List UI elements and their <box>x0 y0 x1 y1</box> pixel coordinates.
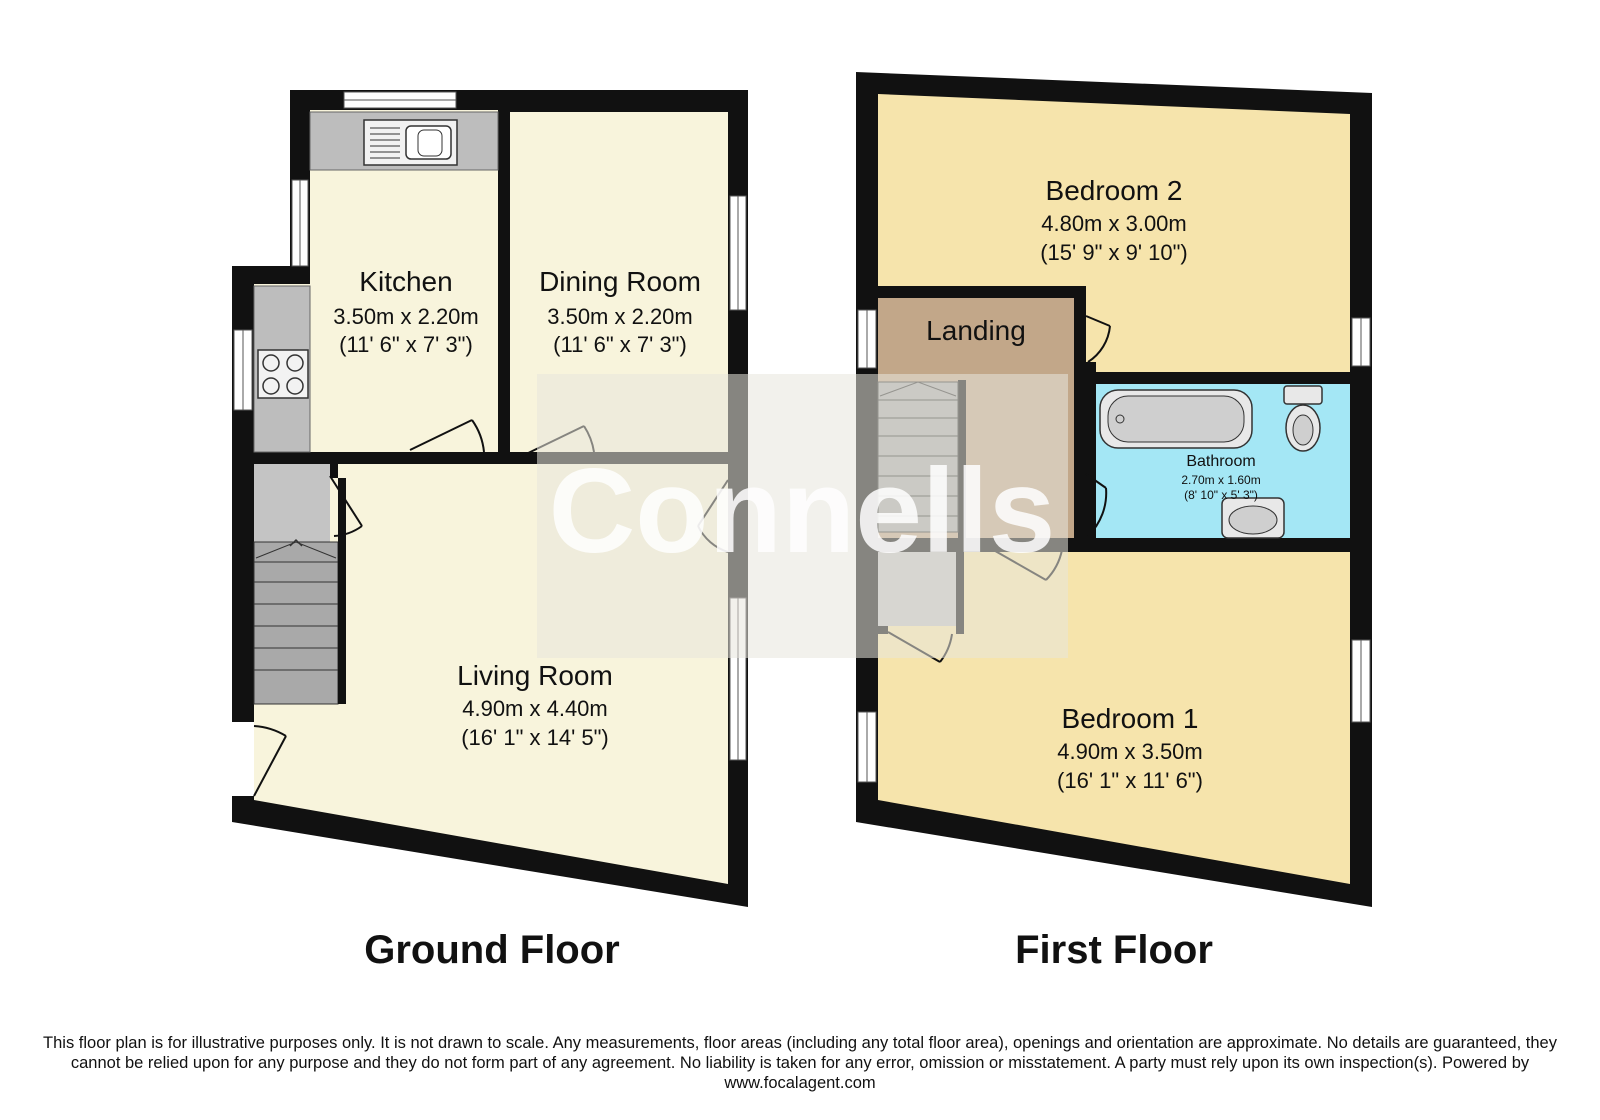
room-metric-living-room: 4.90m x 4.40m <box>462 696 608 721</box>
door <box>1085 315 1111 363</box>
bedroom-2-floor <box>878 94 1350 372</box>
door <box>1085 473 1108 537</box>
room-metric-dining-room: 3.50m x 2.20m <box>547 304 693 329</box>
room-metric-kitchen: 3.50m x 2.20m <box>333 304 479 329</box>
first-floor-title: First Floor <box>1015 928 1213 972</box>
basin-icon <box>1221 497 1285 539</box>
room-metric-bedroom-2: 4.80m x 3.00m <box>1041 211 1187 236</box>
disclaimer-text: This floor plan is for illustrative purp… <box>43 1034 1557 1092</box>
room-imperial-bathroom: (8' 10" x 5' 3") <box>1184 488 1258 502</box>
room-name-kitchen: Kitchen <box>359 266 452 297</box>
bath-icon <box>1099 389 1253 449</box>
room-name-bedroom-2: Bedroom 2 <box>1046 175 1183 206</box>
room-imperial-bedroom-2: (15' 9" x 9' 10") <box>1040 240 1188 265</box>
room-imperial-bedroom-1: (16' 1" x 11' 6") <box>1057 768 1203 793</box>
landing-bathroom-wall <box>1074 362 1096 372</box>
landing-top-wall <box>878 286 1084 298</box>
room-name-living-room: Living Room <box>457 660 613 691</box>
room-imperial-kitchen: (11' 6" x 7' 3") <box>339 332 473 357</box>
front-door <box>232 722 287 797</box>
dining-room-floor <box>510 112 728 452</box>
room-name-landing: Landing <box>926 315 1026 346</box>
hob-icon <box>257 349 309 399</box>
watermark-text: Connells <box>549 444 1056 578</box>
ground-floor-plan <box>232 90 748 907</box>
room-labels: Kitchen 3.50m x 2.20m (11' 6" x 7' 3") D… <box>333 175 1260 793</box>
stair-wall <box>338 478 346 704</box>
partition-wall <box>486 452 520 464</box>
room-metric-bathroom: 2.70m x 1.60m <box>1181 473 1260 487</box>
landing-bathroom-wall <box>1074 286 1086 314</box>
room-name-dining-room: Dining Room <box>539 266 701 297</box>
room-name-bedroom-1: Bedroom 1 <box>1062 703 1199 734</box>
bathroom-top-wall <box>1086 372 1350 384</box>
room-imperial-dining-room: (11' 6" x 7' 3") <box>553 332 687 357</box>
cupboard-wall <box>330 464 338 478</box>
ground-floor-title: Ground Floor <box>364 928 620 972</box>
bathroom-bottom-wall <box>1064 538 1350 552</box>
partition-wall <box>254 452 410 464</box>
room-imperial-living-room: (16' 1" x 14' 5") <box>461 725 609 750</box>
toilet-icon <box>1283 385 1323 452</box>
room-metric-bedroom-1: 4.90m x 3.50m <box>1057 739 1203 764</box>
room-name-bathroom: Bathroom <box>1186 453 1255 470</box>
sink-icon <box>363 119 458 166</box>
watermark: Connells <box>537 374 1068 658</box>
ground-floor-stairs <box>253 538 339 705</box>
understairs-cupboard <box>254 464 330 542</box>
kitchen-floor <box>254 110 498 452</box>
kitchen-dining-wall <box>498 110 510 454</box>
landing-bathroom-wall <box>1084 372 1096 472</box>
door <box>329 475 363 537</box>
door <box>409 419 485 453</box>
